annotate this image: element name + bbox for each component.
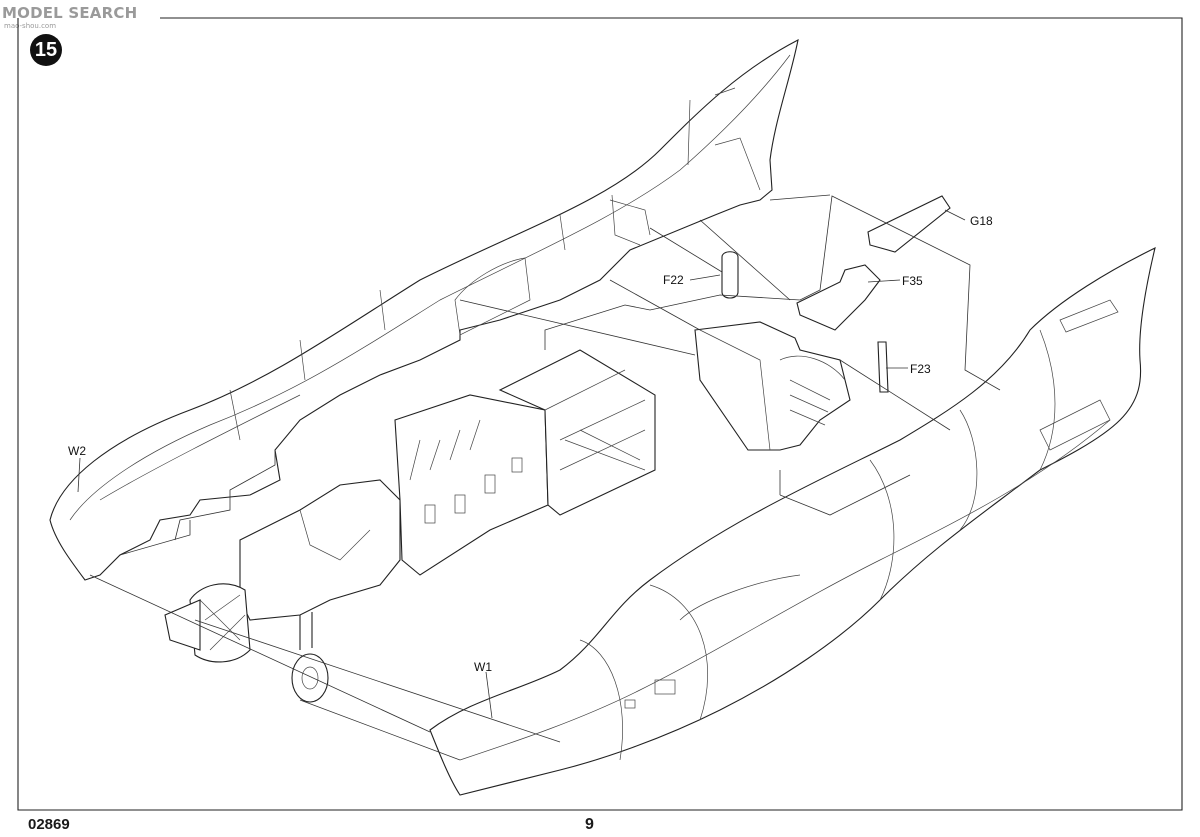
model-code: 02869 (28, 816, 70, 833)
part-f22 (721, 251, 739, 299)
callout-w1: W1 (474, 660, 492, 674)
step-number-badge: 15 (30, 34, 62, 66)
callout-f35: F35 (902, 274, 923, 288)
fuselage-half-w2 (49, 38, 799, 581)
assembly-guide-lines (77, 194, 1001, 761)
nose-wheel (291, 653, 329, 703)
part-g18 (867, 195, 951, 253)
fuselage-half-w1 (429, 246, 1156, 796)
callout-f23: F23 (910, 362, 931, 376)
page-number: 9 (585, 816, 594, 833)
callout-g18: G18 (970, 214, 993, 228)
page-border (17, 17, 1183, 811)
watermark-text: MODEL SEARCH (2, 4, 138, 22)
cockpit-assembly (164, 349, 656, 703)
rear-bulkhead-part (694, 321, 851, 451)
part-f35 (796, 264, 881, 331)
watermark-subtext: mao-shou.com (4, 22, 57, 30)
part-f23 (877, 341, 889, 393)
callout-w2: W2 (68, 444, 86, 458)
callout-f22: F22 (663, 273, 684, 287)
